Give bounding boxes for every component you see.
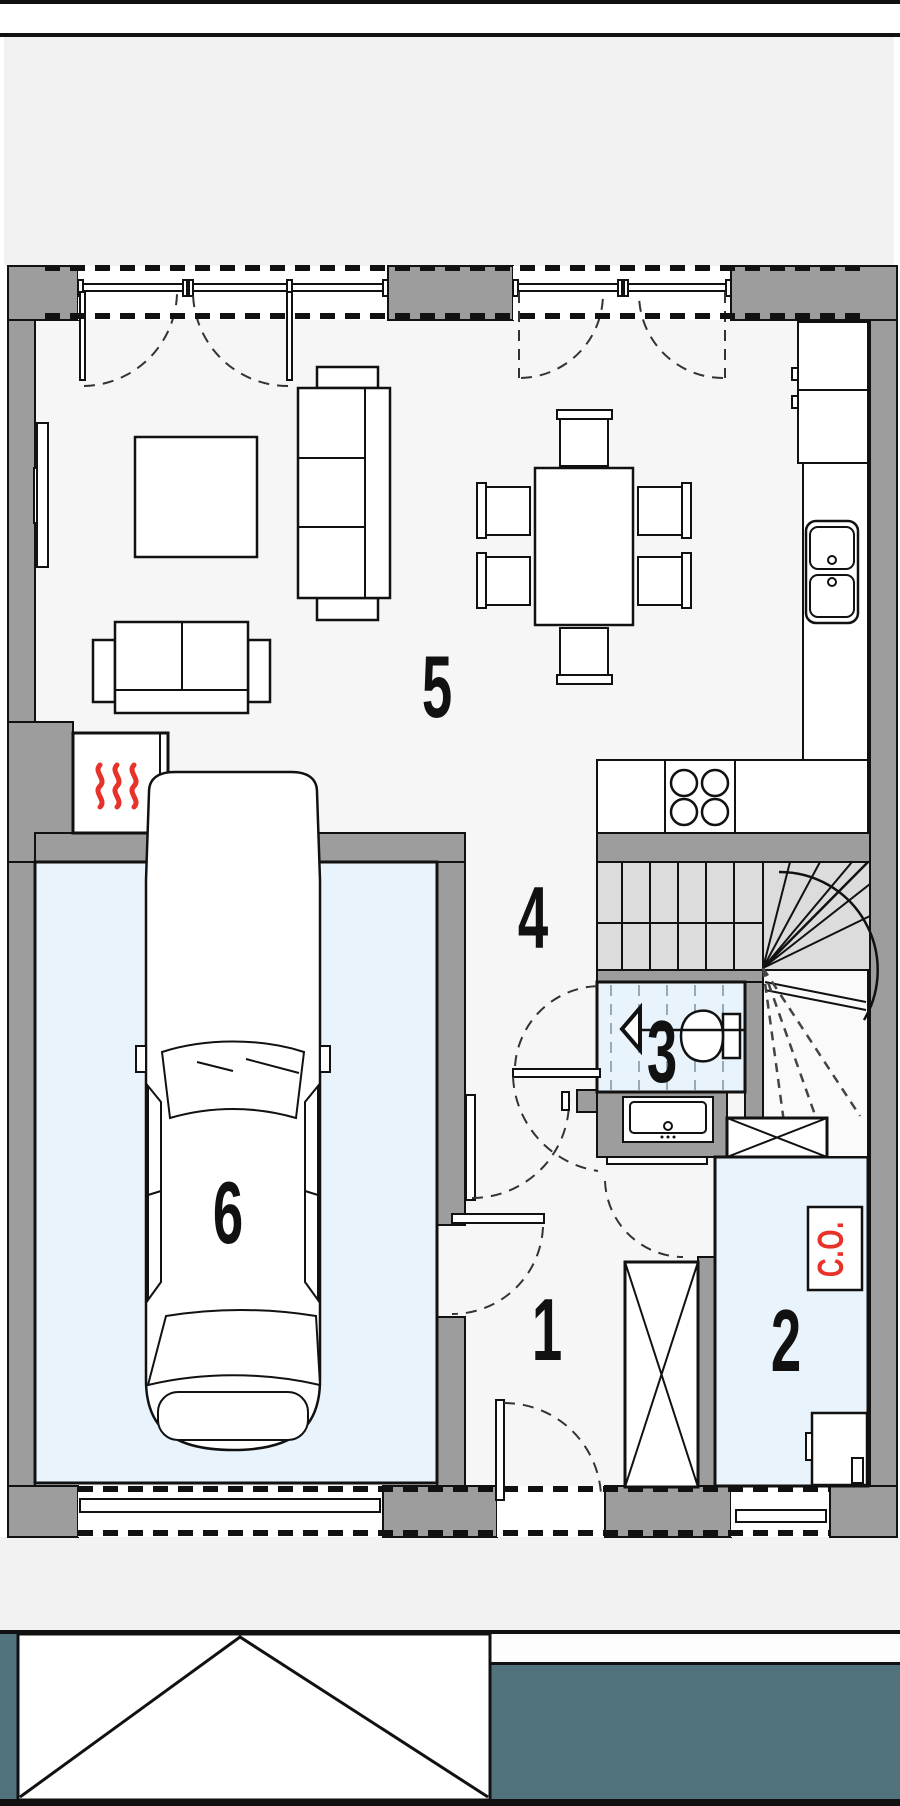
terrace-top-line (0, 33, 900, 37)
co-box: C.O. (806, 1205, 864, 1292)
top-border-line (0, 0, 900, 4)
right-outer-wall (869, 319, 898, 1487)
wc-door-jamb (561, 1091, 570, 1111)
wardrobe-crossed-cabinet (623, 1260, 700, 1489)
dining-chairs (476, 409, 692, 685)
cooktop-icon (664, 759, 736, 834)
paving-strip-left (0, 1634, 18, 1802)
winder-treads (762, 861, 871, 969)
garage-right-wall (436, 861, 466, 1226)
room-label-hall-upper: 4 (518, 869, 549, 968)
paving-right (490, 1664, 900, 1802)
room-label-wc: 3 (647, 1003, 677, 1102)
room-label-hall: 1 (532, 1281, 562, 1380)
sofa-three-seat (296, 365, 392, 622)
driveway (16, 1632, 492, 1802)
tv-panel (33, 422, 49, 568)
stair-handrail (764, 981, 867, 1011)
room-labels: 5 4 3 6 1 2 (213, 638, 801, 1391)
radiator-waves-icon (95, 762, 139, 810)
front-yard (0, 1537, 900, 1634)
door-leaf-left (79, 291, 86, 381)
garage-hall-door-leaf (451, 1213, 545, 1224)
toilet-icon (619, 1002, 745, 1063)
crossed-cabinet-boiler-room (725, 1116, 829, 1159)
wc-fixtures (606, 1002, 745, 1165)
threshold (606, 1156, 708, 1165)
interior-doors (451, 985, 684, 1316)
bottom-wall-pier-2 (382, 1485, 498, 1538)
coffee-table (133, 435, 259, 559)
bottom-border-line (0, 1799, 900, 1806)
living-room-furniture (33, 365, 392, 715)
dining-set (476, 409, 692, 685)
top-wall-left-pier (7, 265, 79, 321)
storage-furniture: C.O. (623, 1116, 869, 1489)
stairs-down-dashed (761, 967, 862, 1153)
top-wall-mid-pier (387, 265, 514, 321)
boiler-co-label: C.O. (811, 1221, 851, 1277)
bottom-wall-left-pier (7, 1485, 79, 1538)
yard-edge-line (0, 1630, 900, 1634)
hall-boiler-wall (697, 1256, 716, 1487)
bottom-wall-pier-3 (604, 1485, 732, 1538)
boiler-room-window (735, 1509, 827, 1523)
car-mirror-right (319, 1045, 331, 1073)
entrance-door-leaf (495, 1399, 505, 1501)
car-windshield (160, 1040, 306, 1120)
wc-door-leaf (512, 1068, 601, 1078)
room-label-boiler-room: 2 (771, 1292, 801, 1391)
stair-curve (778, 870, 879, 1021)
under-stairs-wall (596, 969, 764, 983)
room-label-living: 5 (422, 638, 452, 737)
hall-door-leaf (465, 1094, 476, 1201)
terrace (4, 37, 894, 266)
boiler-unit (805, 1411, 869, 1487)
room-label-garage: 6 (213, 1164, 243, 1263)
kitchen-stairs-wall (596, 832, 871, 863)
car-bumper (157, 1391, 309, 1441)
car-rear-window (146, 1309, 322, 1387)
door-leaf-right (286, 291, 293, 381)
car-mirror-left (135, 1045, 147, 1073)
boiler-room-door-swing (604, 1180, 684, 1258)
sidewalk (490, 1634, 900, 1664)
sofa-two-seat (91, 620, 272, 715)
dining-table (533, 466, 635, 627)
bottom-openings (78, 1399, 830, 1536)
top-strip (0, 0, 900, 37)
entrance-door-swing (503, 1401, 602, 1495)
bottom-wall-right-pier (829, 1485, 898, 1538)
left-outer-wall (7, 319, 36, 1487)
kitchen (596, 321, 869, 834)
entrance-opening (497, 1486, 605, 1537)
paving-edge-line (490, 1662, 900, 1665)
flush-arrow-icon (619, 1002, 642, 1056)
window-opening-left (78, 266, 388, 320)
tall-cabinet (797, 321, 869, 464)
car-top-view-icon (135, 770, 331, 1452)
double-sink-icon (804, 519, 860, 625)
garage-sectional-door (79, 1498, 381, 1513)
fireplace (71, 731, 170, 835)
top-wall-right (730, 265, 898, 321)
garage-right-wall-stub (436, 1316, 466, 1487)
washbasin-icon (622, 1096, 714, 1143)
wc-right-wall (744, 981, 764, 1119)
top-windows (45, 265, 868, 387)
